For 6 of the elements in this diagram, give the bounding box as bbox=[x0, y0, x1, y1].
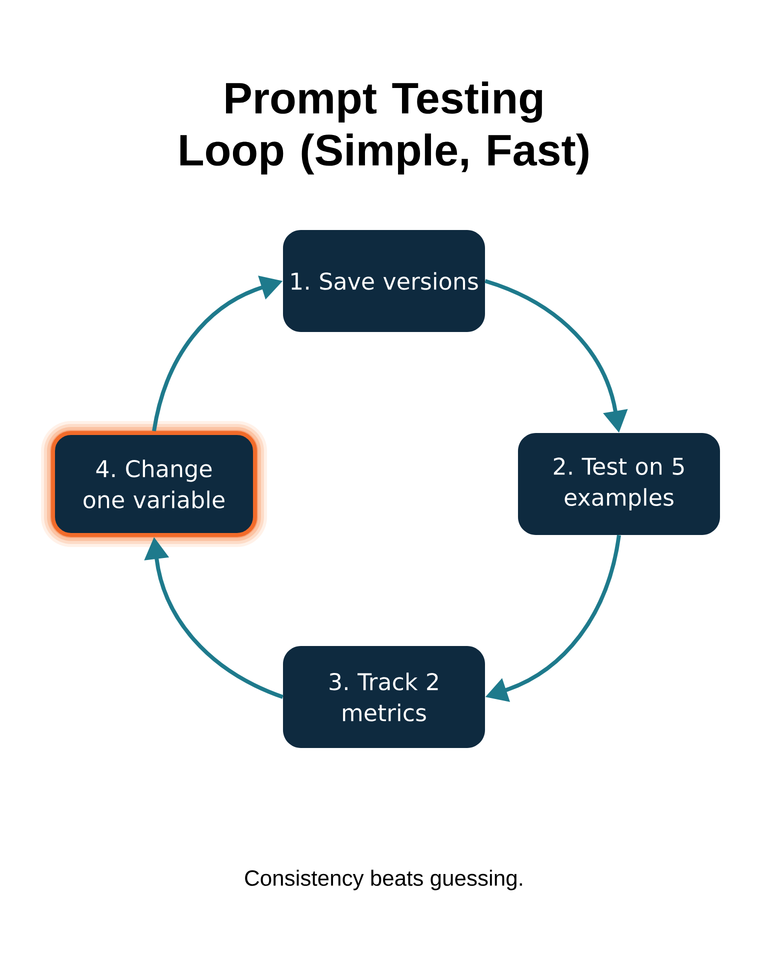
step-box: 4. Change one variable bbox=[41, 421, 267, 547]
step-box: 1. Save versions bbox=[283, 230, 485, 332]
title: Prompt Testing Loop (Simple, Fast) bbox=[180, 82, 588, 174]
step-box: 3. Track 2 metrics bbox=[283, 646, 485, 748]
caption: Consistency beats guessing. bbox=[245, 870, 522, 890]
step-box: 2. Test on 5 examples bbox=[518, 433, 720, 535]
